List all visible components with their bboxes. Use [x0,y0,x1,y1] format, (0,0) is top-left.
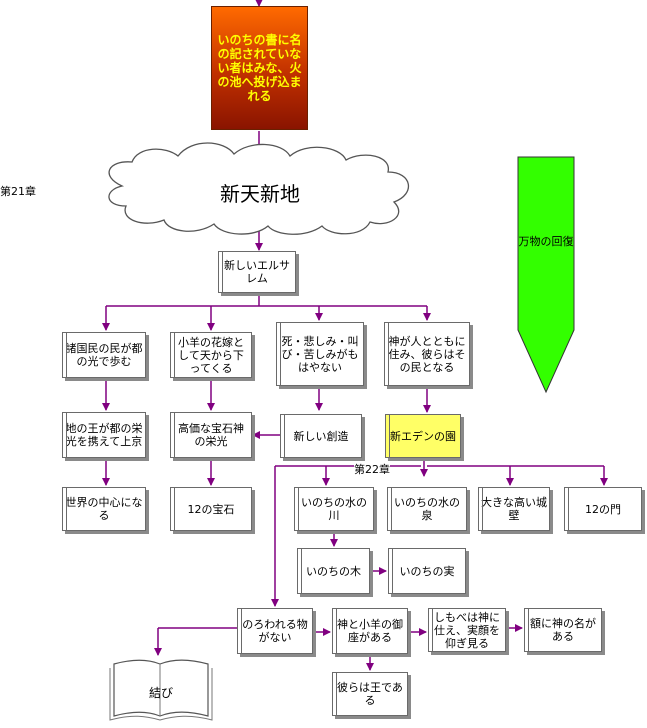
node-new-eden: 新エデンの園 [385,414,461,458]
conclusion-book-icon [109,659,213,721]
node-new-jerusalem: 新しいエルサレム [218,251,296,293]
restoration-arrow [517,156,575,394]
chapter-22-label: 第22章 [354,461,390,477]
node-world-center: 世界の中心になる [62,487,146,531]
node-precious-stone: 高価な宝石神の栄光 [170,412,252,458]
node-new-creation: 新しい創造 [280,414,362,458]
conclusion-label: 結び [148,685,173,700]
node-servants: しもべは神に仕え、実顔を仰ぎ見る [428,608,506,652]
node-tree-of-life: いのちの木 [297,548,370,594]
node-no-curse: のろわれる物がない [237,608,313,654]
node-no-death: 死・悲しみ・叫び・苦しみがもはやない [276,322,364,386]
node-wall: 大きな高い城壁 [478,487,550,531]
new-heaven-cloud [108,142,410,235]
judgement-box: いのちの書に名の記されていない者はみな、火の池へ投げ込まれる [211,6,308,130]
node-nations-walk: 諸国民の民が都の光で歩む [62,332,146,378]
node-kings-bring: 地の王が都の栄光を携えて上京 [62,412,146,458]
node-reign: 彼らは王である [332,672,408,716]
node-twelve-stones: 12の宝石 [170,487,252,531]
node-name-on-forehead: 額に神の名がある [524,608,602,652]
node-spring: いのちの水の泉 [387,487,467,531]
node-fruit-of-life: いのちの実 [388,548,466,594]
node-bride: 小羊の花嫁として天から下ってくる [170,332,252,378]
node-god-with-men: 神が人とともに住み、彼らはその民となる [384,322,470,386]
new-heaven-title: 新天新地 [220,182,300,206]
node-throne: 神と小羊の御座がある [332,608,408,654]
restoration-label: 万物の回復 [518,235,574,248]
chapter-21-label: 第21章 [0,185,36,198]
node-twelve-gates: 12の門 [564,487,642,531]
node-river: いのちの水の川 [294,487,374,531]
